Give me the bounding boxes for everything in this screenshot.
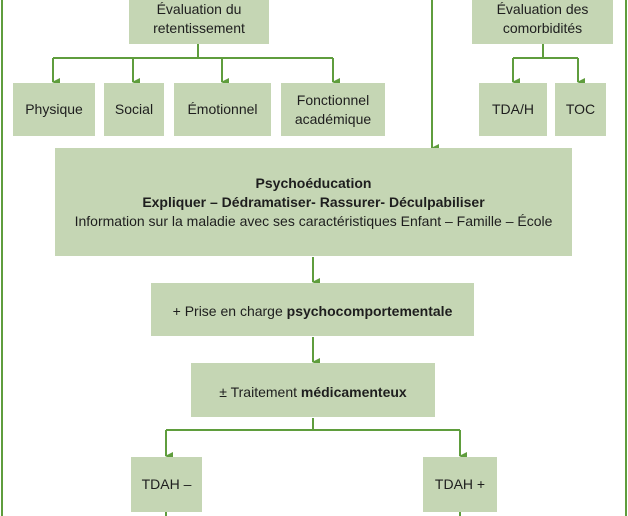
psychoeducation-description: Information sur la maladie avec ses cara… <box>74 212 553 229</box>
retentissement-line2: retentissement <box>153 20 245 36</box>
fonctionnel-box: Fonctionnel académique <box>281 83 385 136</box>
comorbidites-line2: comorbidités <box>502 20 583 36</box>
tdah-plus-box: TDAH + <box>423 457 497 512</box>
psychoeducation-title: Psychoéducation <box>255 174 372 191</box>
psychoeducation-subtitle: Expliquer – Dédramatiser- Rassurer- Décu… <box>142 193 485 210</box>
retentissement-line1: Évaluation du <box>156 1 242 17</box>
emotionnel-label: Émotionnel <box>187 101 258 117</box>
physique-label: Physique <box>25 101 83 117</box>
emotionnel-box: Émotionnel <box>174 83 271 136</box>
physique-box: Physique <box>13 83 95 136</box>
social-label: Social <box>114 101 154 117</box>
tdah-minus-box: TDAH – <box>131 457 202 512</box>
tdah-slash-box: TDA/H <box>479 83 547 136</box>
prise-en-charge-box: + Prise en charge psychocomportementale <box>151 283 474 336</box>
prise-en-charge-bold: psychocomportementale <box>286 303 453 319</box>
toc-box: TOC <box>555 83 606 136</box>
fonctionnel-line2: académique <box>294 110 372 127</box>
comorbidites-line1: Évaluation des <box>496 1 589 17</box>
fonctionnel-line1: Fonctionnel <box>296 91 370 108</box>
tdah-slash-label: TDA/H <box>492 101 534 117</box>
toc-label: TOC <box>565 101 596 117</box>
traitement-prefix: ± Traitement <box>219 384 301 400</box>
traitement-box: ± Traitement médicamenteux <box>191 363 435 417</box>
tdah-minus-label: TDAH – <box>141 476 192 492</box>
retentissement-box: Évaluation du retentissement <box>129 0 269 44</box>
prise-en-charge-prefix: + Prise en charge <box>172 303 287 319</box>
traitement-bold: médicamenteux <box>300 384 407 400</box>
tdah-plus-label: TDAH + <box>434 476 486 492</box>
comorbidites-box: Évaluation des comorbidités <box>472 0 613 44</box>
social-box: Social <box>104 83 164 136</box>
psychoeducation-box: Psychoéducation Expliquer – Dédramatiser… <box>55 148 572 256</box>
